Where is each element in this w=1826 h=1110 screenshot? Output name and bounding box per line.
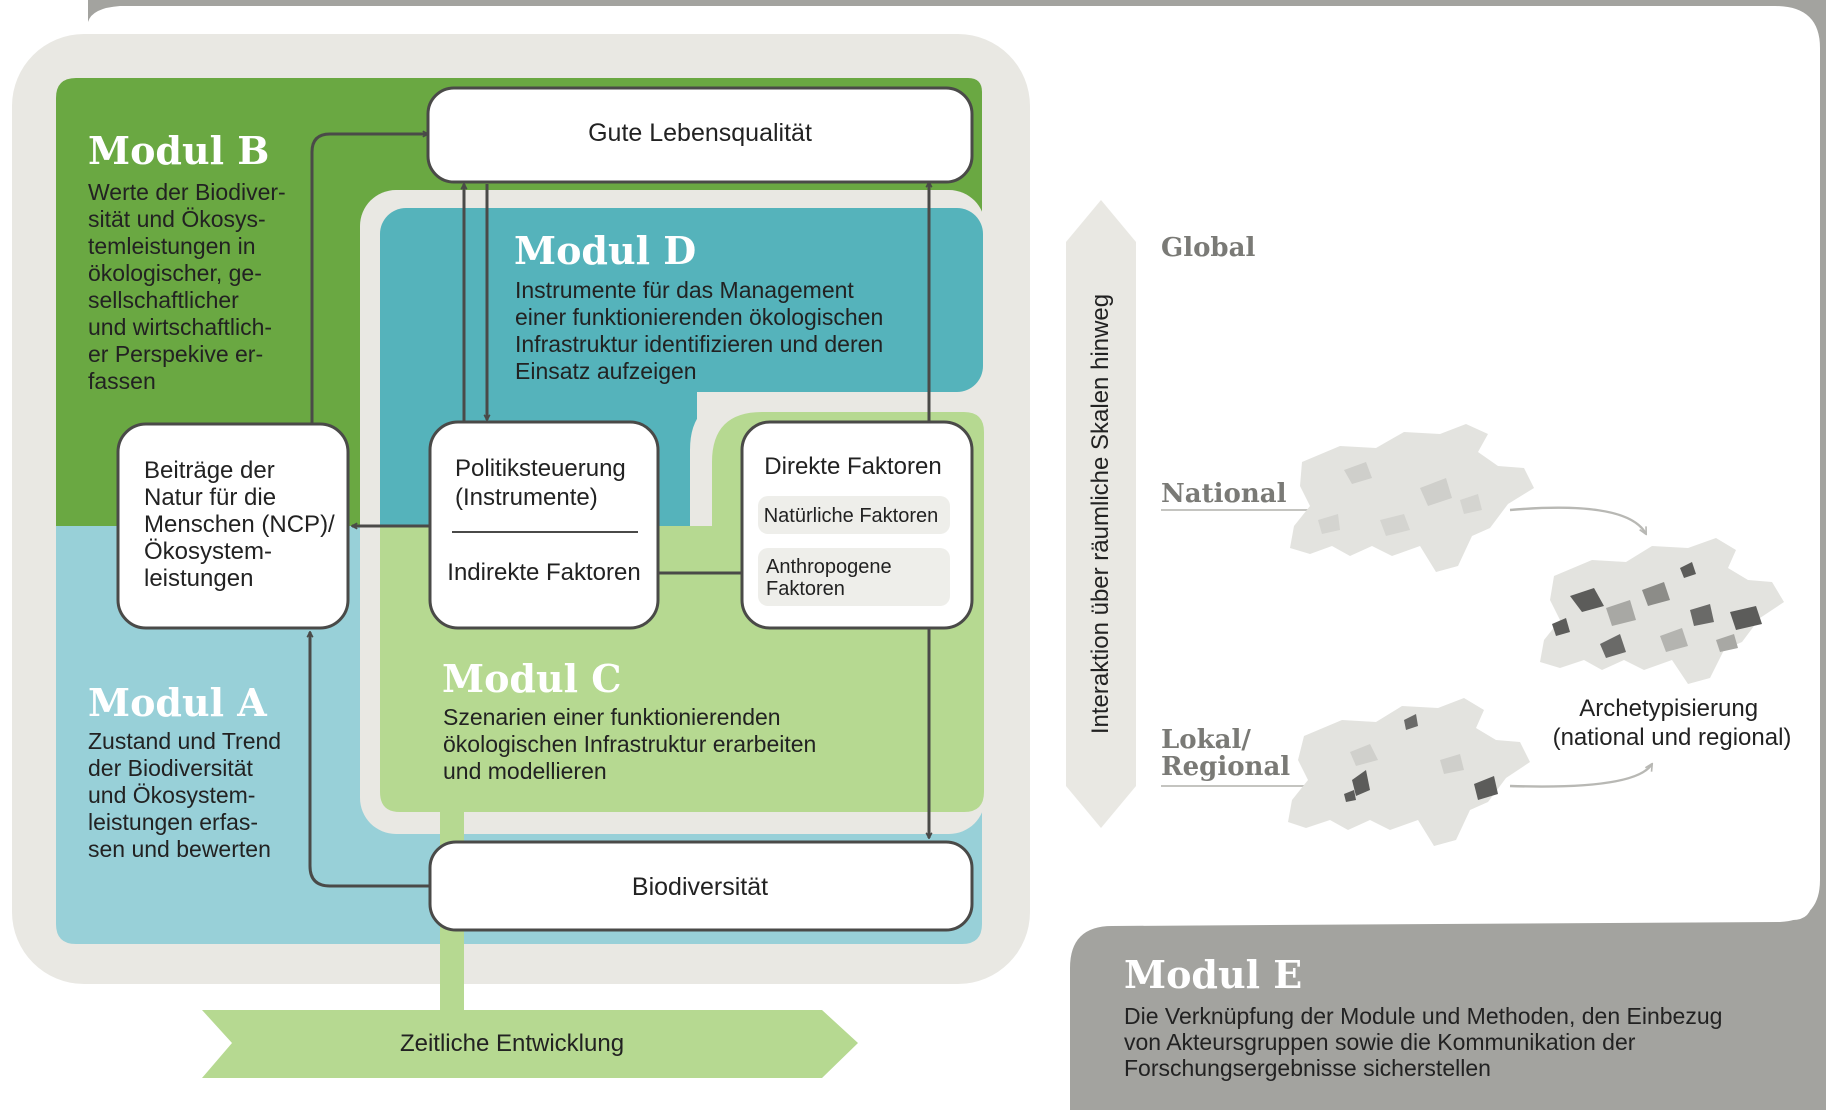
arrow-ncp-to-lebensqualitaet	[310, 134, 428, 424]
modul-a-line: sen und bewerten	[88, 836, 271, 862]
modul-b-line: fassen	[88, 368, 156, 394]
modul-b-desc: Werte der Biodiver- sität und Ökosys- te…	[88, 179, 292, 394]
politik-line: Politiksteuerung	[455, 455, 626, 482]
anthropogen-text: Anthropogene Faktoren	[766, 556, 897, 600]
indirekt-label: Indirekte Faktoren	[447, 559, 640, 586]
modul-e-desc: Die Verknüpfung der Module und Methoden,…	[1124, 1003, 1729, 1081]
modul-c-line: und modellieren	[443, 758, 607, 784]
lebensqualitaet-box	[426, 86, 974, 184]
biodiversitaet-box	[428, 840, 974, 932]
scale-global: Global	[1161, 233, 1255, 263]
ncp-line: Menschen (NCP)/	[144, 511, 335, 538]
timeline-arrow	[202, 1010, 858, 1078]
arrow-biodiversitaet-to-ncp	[310, 632, 432, 888]
archetyp-label: Archetypisierung (national und regional)	[1553, 695, 1792, 751]
modul-b-line: ökologischer, ge-	[88, 260, 262, 286]
archetyp-line: (national und regional)	[1553, 724, 1792, 751]
modul-a-line: Zustand und Trend	[88, 728, 281, 754]
modul-e-frame	[88, 0, 1826, 1110]
archetyp-line: Archetypisierung	[1579, 695, 1758, 722]
modul-d-line: einer funktionierenden ökologischen	[515, 304, 883, 330]
ncp-line: leistungen	[144, 565, 253, 592]
natuerlich-label: Natürliche Faktoren	[764, 505, 939, 527]
modul-b-line: sität und Ökosys-	[88, 206, 266, 232]
modul-b-line: Werte der Biodiver-	[88, 179, 286, 205]
modul-a-line: leistungen erfas-	[88, 809, 258, 835]
modul-b-title: Modul B	[88, 128, 269, 173]
natuerlich-tag	[758, 496, 950, 534]
modul-d-line: Einsatz aufzeigen	[515, 358, 697, 384]
politik-indirekt-box	[428, 420, 660, 630]
modul-c-line: Szenarien einer funktionierenden	[443, 704, 781, 730]
ncp-box	[116, 422, 350, 630]
anthropogen-line: Anthropogene	[766, 556, 892, 578]
ncp-line: Ökosystem-	[144, 538, 272, 565]
modul-a-line: und Ökosystem-	[88, 782, 255, 808]
politik-line: (Instrumente)	[455, 484, 598, 511]
arrow-national-to-archetyp	[1509, 506, 1646, 534]
modul-e-line: von Akteursgruppen sowie die Kommunikati…	[1124, 1029, 1636, 1055]
connectors	[310, 134, 929, 888]
modul-b-line: er Perspekive er-	[88, 341, 263, 367]
modul-d-line: Infrastruktur identifizieren und deren	[515, 331, 883, 357]
biodiversitaet-label: Biodiversität	[632, 873, 768, 901]
ncp-line: Natur für die	[144, 484, 276, 511]
arrow-lokal-to-archetyp	[1509, 764, 1652, 788]
modul-e-title: Modul E	[1124, 952, 1302, 997]
modul-a-line: der Biodiversität	[88, 755, 254, 781]
switzerland-map-lokal	[1288, 698, 1530, 846]
modul-c-desc: Szenarien einer funktionierenden ökologi…	[443, 704, 823, 784]
scale-axis-arrow	[1066, 200, 1136, 828]
modul-b-line: und wirtschaftlich-	[88, 314, 272, 340]
scale-national: National	[1161, 479, 1287, 509]
switzerland-map-national	[1290, 424, 1534, 572]
anthropogen-line: Faktoren	[766, 578, 845, 600]
modul-d-line: Instrumente für das Management	[515, 277, 854, 303]
switzerland-map-archetyp	[1540, 538, 1784, 684]
modul-d-title: Modul D	[514, 228, 696, 273]
scale-axis-label: Interaktion über räumliche Skalen hinweg	[1087, 294, 1114, 734]
ncp-text: Beiträge der Natur für die Menschen (NCP…	[144, 457, 341, 592]
scale-lokal-line: Lokal/	[1161, 725, 1251, 755]
modul-a-desc: Zustand und Trend der Biodiversität und …	[88, 728, 287, 862]
ncp-line: Beiträge der	[144, 457, 275, 484]
anthropogen-tag	[758, 548, 950, 606]
scale-lokal: Lokal/ Regional	[1161, 725, 1290, 782]
modul-a-title: Modul A	[88, 680, 267, 725]
modul-d-desc: Instrumente für das Management einer fun…	[515, 277, 890, 384]
modul-d-area	[380, 208, 983, 392]
scale-lokal-line: Regional	[1161, 752, 1290, 782]
modul-c-line: ökologischen Infrastruktur erarbeiten	[443, 731, 816, 757]
modul-b-line: temleistungen in	[88, 233, 256, 259]
modul-e-line: Die Verknüpfung der Module und Methoden,…	[1124, 1003, 1722, 1029]
politik-text: Politiksteuerung (Instrumente)	[455, 455, 632, 511]
timeline-label: Zeitliche Entwicklung	[400, 1030, 624, 1057]
direkt-label: Direkte Faktoren	[764, 453, 941, 480]
modul-e-line: Forschungsergebnisse sicherstellen	[1124, 1055, 1491, 1081]
lebensqualitaet-label: Gute Lebensqualität	[588, 119, 812, 147]
modul-c-title: Modul C	[442, 656, 622, 701]
modul-b-line: sellschaftlicher	[88, 287, 239, 313]
